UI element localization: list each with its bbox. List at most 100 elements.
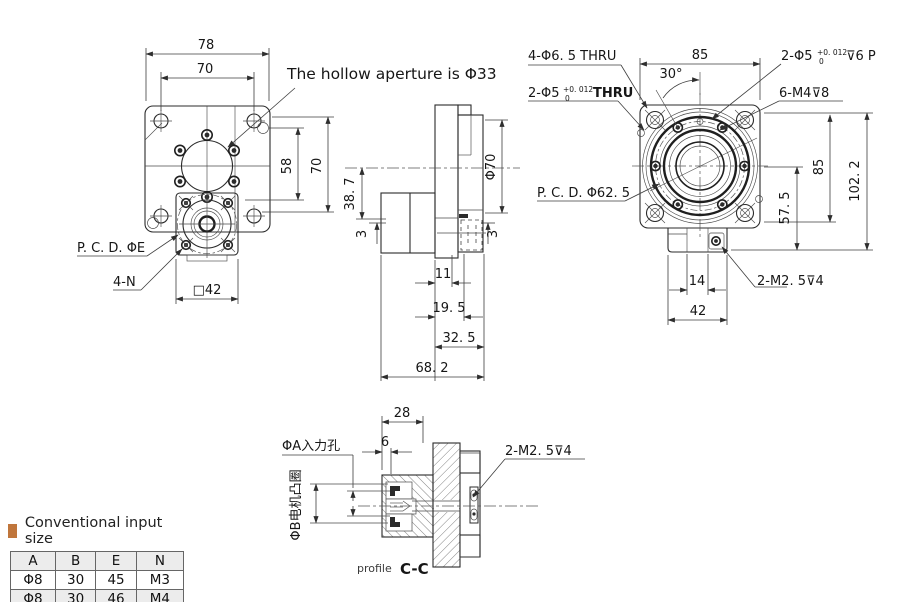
table-header-a: A (10, 551, 56, 571)
label-2m25-output-text: 2-M2. 5⊽4 (757, 274, 824, 289)
caption-profile-text: profile (357, 562, 392, 575)
dim-phi-70: Φ70 (484, 119, 508, 214)
note-hollow-aperture-text: The hollow aperture is Φ33 (286, 65, 497, 83)
label-input-hole: ΦA入力孔 (282, 439, 390, 517)
dim-tab-42: 42 (667, 255, 728, 325)
flange-screw-holes (178, 195, 236, 253)
caption-cc-text: C-C (400, 560, 429, 578)
front-view-body (144, 105, 271, 233)
side-chain-dims: 11 19. 5 32. 5 68. 2 (380, 254, 485, 381)
label-2phi5-thru-tol-upper: +0. 012 (563, 85, 593, 94)
label-4phi65-text: 4-Φ6. 5 THRU (528, 49, 616, 64)
dim-square-42: □42 (175, 259, 239, 304)
dim-19-5-text: 19. 5 (432, 301, 465, 316)
dim-angle-30: 30° (655, 67, 701, 129)
table-header-row: A B E N (10, 551, 185, 571)
table-header-n: N (135, 551, 185, 571)
front-view: The hollow aperture is Φ33 78 70 58 70 P… (77, 38, 497, 304)
dim-phi70-text: Φ70 (484, 154, 499, 181)
label-2phi5-blind-suffix: ⊽6 P (846, 49, 876, 64)
label-2-phi5-thru: 2-Φ5 +0. 012 0 THRU (528, 85, 645, 131)
pcd-e-text: P. C. D. ΦE (77, 241, 145, 256)
dim-height-58: 58 (245, 127, 304, 201)
dim-58-text: 58 (280, 158, 295, 175)
output-bottom-tab (667, 228, 728, 253)
table-cell: M4 (135, 589, 185, 602)
dim-11-text: 11 (435, 267, 452, 282)
dim-width-78: 78 (145, 38, 270, 101)
dim-57-5: 57. 5 (764, 166, 803, 251)
input-size-table: A B E N Φ8 30 45 M3 Φ8 30 46 M4 (10, 551, 185, 602)
section-bodies (358, 442, 540, 568)
table-cell: 30 (54, 589, 97, 602)
label-6m4-text: 6-M4⊽8 (779, 86, 829, 101)
side-view-body (345, 104, 520, 259)
table-header-b: B (54, 551, 97, 571)
input-hole-text: ΦA入力孔 (282, 439, 340, 454)
dim-85-top: 85 (639, 48, 761, 100)
dim-68-2-text: 68. 2 (415, 361, 448, 376)
section-caption: profile C-C (357, 560, 429, 578)
dim-6-text: 6 (381, 435, 389, 450)
label-2phi5-thru-prefix: 2-Φ5 (528, 86, 559, 101)
dim-42-text: 42 (690, 304, 707, 319)
dim-28-text: 28 (394, 406, 411, 421)
table-cell: Φ8 (10, 570, 56, 590)
legend-title-row: Conventional input size (8, 515, 192, 547)
table-cell: 30 (54, 570, 97, 590)
dim-30deg-text: 30° (659, 67, 682, 82)
front-view-corner-holes (147, 110, 269, 229)
dim-axis-38-7: 38. 7 (343, 167, 386, 220)
dim-6: 6 (362, 435, 412, 474)
dim-102-2: 102. 2 (731, 112, 873, 251)
input-size-legend: Conventional input size A B E N Φ8 30 45… (8, 515, 192, 602)
dim-sq42-text: □42 (193, 283, 222, 298)
label-2-m2-5-section: 2-M2. 5⊽4 (472, 444, 585, 498)
output-view-body (632, 93, 768, 240)
dim-38-7-text: 38. 7 (343, 177, 358, 210)
dim-height-70: 70 (262, 116, 334, 213)
label-2phi5-blind-tol-upper: +0. 012 (817, 48, 847, 57)
section-view: 28 6 ΦA入力孔 ΦB电机凸圈 2-M2. 5⊽4 profile C-C (282, 406, 585, 578)
front-lower-flange (175, 192, 239, 262)
dim-28: 28 (381, 406, 424, 470)
dim-102-2-text: 102. 2 (848, 160, 863, 201)
output-view: 4-Φ6. 5 THRU 2-Φ5 +0. 012 0 THRU 2-Φ5 +0… (528, 48, 876, 325)
label-4n-text: 4-N (113, 275, 136, 290)
label-2phi5-blind-prefix: 2-Φ5 (781, 49, 812, 64)
dim-width-70: 70 (160, 62, 255, 111)
label-4-phi-6-5: 4-Φ6. 5 THRU (528, 49, 648, 109)
pcd-62-5-text: P. C. D. Φ62. 5 (537, 186, 630, 201)
label-2-m2-5-output: 2-M2. 5⊽4 (721, 246, 824, 289)
dim-57-5-text: 57. 5 (778, 191, 793, 224)
dim-14-text: 14 (689, 274, 706, 289)
label-2phi5-thru-suffix: THRU (593, 86, 633, 101)
dim-step-3-right: 3 (481, 222, 501, 244)
label-4-n: 4-N (113, 248, 183, 291)
table-cell: 46 (95, 589, 137, 602)
note-hollow-aperture: The hollow aperture is Φ33 (227, 65, 497, 148)
label-motor-spigot: ΦB电机凸圈 (289, 469, 388, 541)
table-row: Φ8 30 46 M4 (10, 589, 185, 602)
dim-32-5-text: 32. 5 (442, 331, 475, 346)
orange-bullet-icon (8, 524, 17, 538)
motor-spigot-text: ΦB电机凸圈 (289, 469, 304, 540)
label-2phi5-blind-tol-lower: 0 (819, 57, 824, 66)
label-2phi5-thru-tol-lower: 0 (565, 94, 570, 103)
dim-70h-text: 70 (197, 62, 214, 77)
label-pcd-62-5: P. C. D. Φ62. 5 (537, 183, 660, 202)
dim-3-left-text: 3 (355, 230, 370, 238)
table-row: Φ8 30 45 M3 (10, 570, 185, 590)
dim-3-right-text: 3 (486, 230, 501, 238)
legend-title-text: Conventional input size (24, 515, 163, 547)
table-cell: Φ8 (10, 589, 56, 602)
table-cell: M3 (135, 570, 185, 590)
label-pcd-e: P. C. D. ΦE (77, 234, 179, 257)
dim-85-top-text: 85 (692, 48, 709, 63)
label-2-phi5-blind: 2-Φ5 +0. 012 0 ⊽6 P (711, 48, 876, 120)
label-2m25-section-text: 2-M2. 5⊽4 (505, 444, 572, 459)
output-corner-holes (644, 109, 756, 224)
dim-78-text: 78 (198, 38, 215, 53)
